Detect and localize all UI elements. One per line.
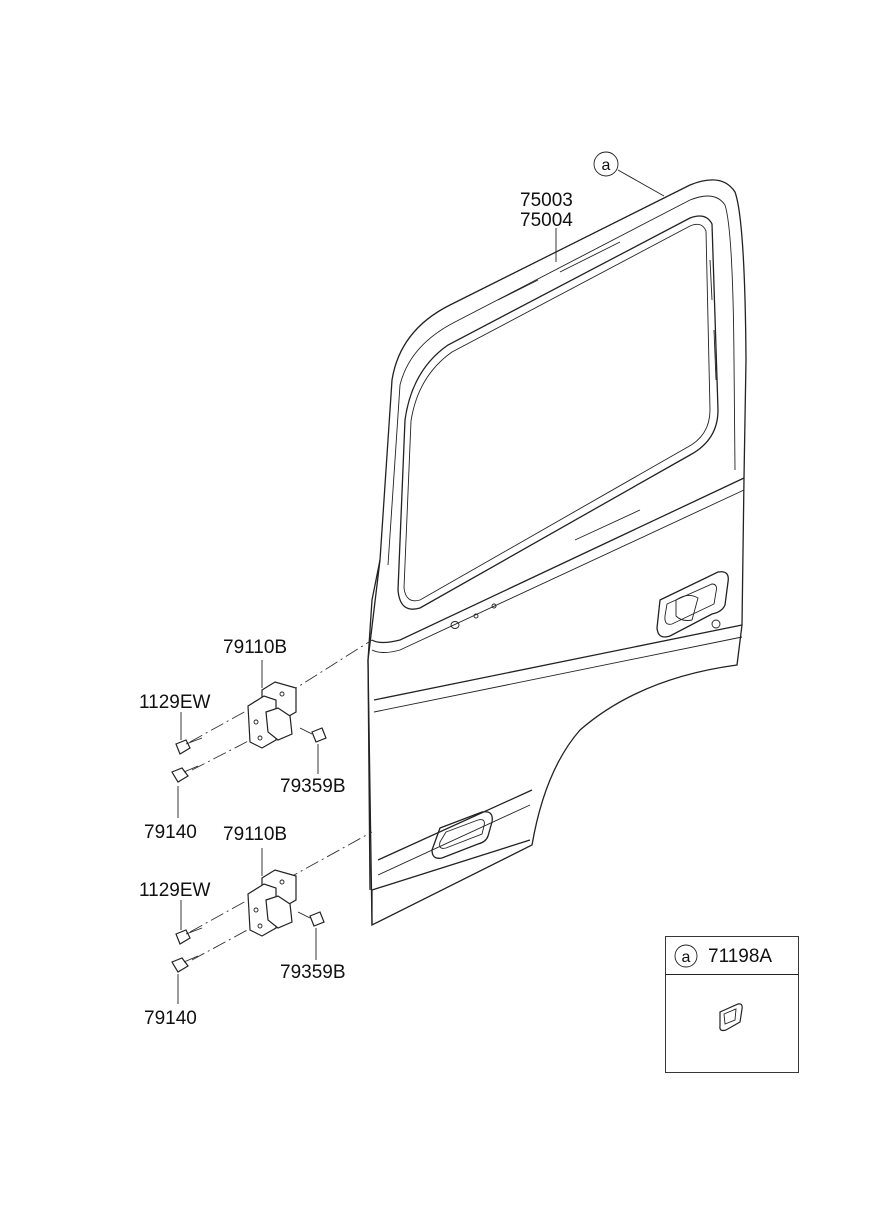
door-hinge-lower[interactable] [247,869,297,937]
callout-a-text: a [602,157,611,174]
inside-handle-bezel-part[interactable] [719,1003,743,1032]
inset-detail-box: a 71198A [665,936,799,1073]
hinge-screw-lower[interactable] [297,911,325,927]
inset-callout-text: a [682,949,691,966]
part-number-75004: 75004 [520,210,573,231]
door-hinge-upper[interactable] [247,681,297,749]
part-number-79140-lower: 79140 [144,1008,197,1029]
front-door-panel[interactable] [367,179,747,927]
hinge-bolt-upper[interactable] [175,737,203,755]
part-number-79359b-upper: 79359B [280,776,346,797]
callout-a-marker: a [593,151,665,197]
part-number-79140-upper: 79140 [144,822,197,843]
hinge-bolt-lower[interactable] [175,927,203,945]
hinge-pin-lower[interactable] [171,955,199,973]
part-number-1129ew-lower: 1129EW [139,880,211,901]
part-number-71198a: 71198A [708,946,772,967]
part-number-79110b-lower: 79110B [223,824,287,845]
part-number-1129ew-upper: 1129EW [139,692,211,713]
part-number-79359b-lower: 79359B [280,962,346,983]
part-number-75003: 75003 [520,190,573,211]
part-number-79110b-upper: 79110B [223,637,287,658]
hinge-screw-upper[interactable] [299,727,327,743]
hinge-upper-center-line [284,639,373,696]
hinge-lower-center-line [284,831,373,881]
hinge-pin-upper[interactable] [171,765,199,783]
